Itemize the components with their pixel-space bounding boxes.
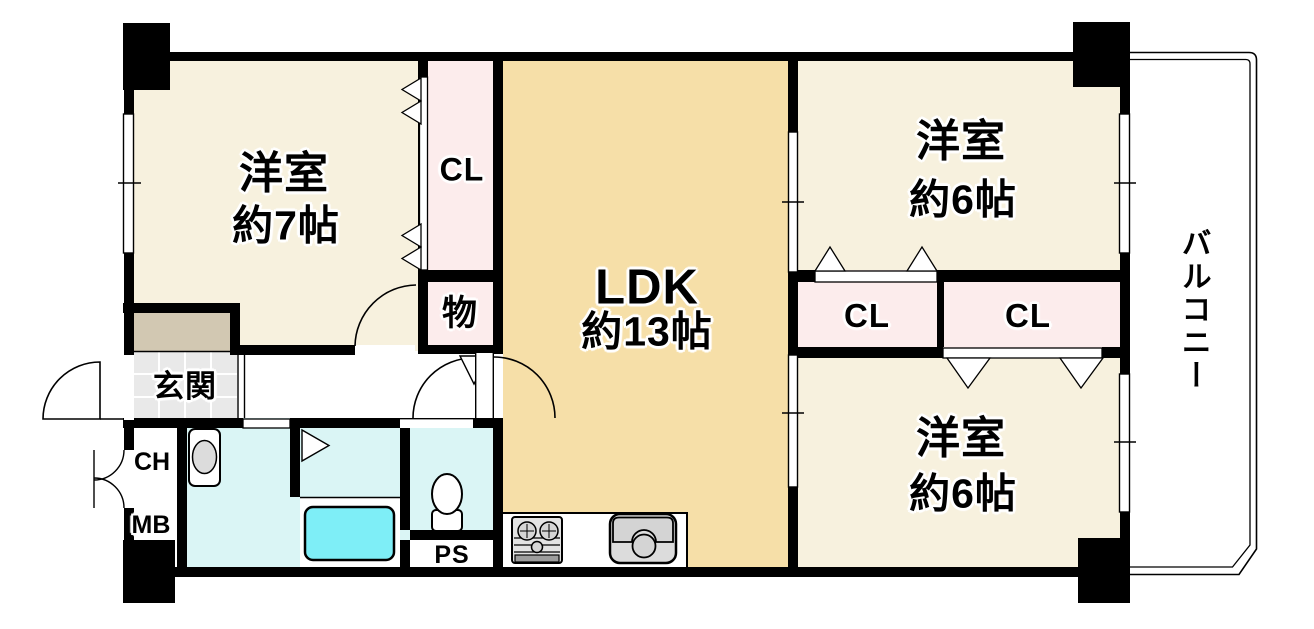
wall-top [170,52,1073,61]
bedroom-west-size-label: 約7帖 [232,202,340,249]
floor-fills [125,52,1130,577]
window-se [1114,373,1136,513]
sliding-door-ldk-se [782,354,804,488]
pillar-bottom-right [1078,538,1130,603]
bedroom-west-floor [125,52,428,353]
door-ldk [475,353,556,419]
bedroom-ne-size-label: 約6帖 [909,176,1017,223]
bedroom-se-size-label: 約6帖 [909,470,1017,517]
door-washroom [242,418,291,429]
ldk-size-label: 約13帖 [581,308,713,355]
balcony-outline [1130,51,1258,576]
pipe-space-label: PS [434,541,470,569]
toilet [431,473,463,532]
washbasin [188,428,221,487]
bathtub [300,496,400,562]
door-bedroom-west [354,284,417,355]
sliding-door-ldk-ne [782,131,804,273]
windows [118,113,1136,513]
shoe-cabinet [133,313,233,351]
pillar-top-right [1073,22,1130,87]
ch-label: CH [133,448,171,476]
kitchen-sink [608,512,678,565]
folding-door-closet-se [942,347,1105,390]
door-bath [301,428,331,463]
storage-label: 物 [441,293,479,333]
pillar-top-left [123,23,170,90]
walls [123,22,1130,603]
fixtures [188,428,688,567]
closet-west-label: CL [439,151,485,188]
meter-box-niche [133,428,177,540]
doors [42,284,556,509]
bedroom-se-floor [793,350,1130,577]
balcony-label: バルコニー [1176,227,1210,393]
entrance-tile-grid [133,351,237,420]
ldk-floor [493,52,798,577]
wall-left [124,90,134,115]
ldk-name-label: LDK [595,260,699,315]
bedroom-ne-floor [793,52,1130,282]
entrance-label: 玄関 [153,368,217,404]
pipe-space-floor [410,540,493,567]
mb-label: MB [131,511,171,539]
stove [511,516,563,564]
door-entrance [42,355,134,420]
folding-door-closet-ne [813,245,939,283]
window-west [118,113,141,254]
door-meter-box [93,449,134,509]
bedroom-ne-name-label: 洋室 [916,117,1006,167]
bedroom-se-name-label: 洋室 [916,414,1006,464]
closet-ne-label: CL [844,296,890,334]
wall-bottom [175,567,1085,577]
pillar-bottom-left [123,540,175,603]
entrance-step-line [133,350,246,418]
window-ne [1114,113,1136,254]
closet-doors [400,76,1105,390]
bedroom-west-name-label: 洋室 [239,149,329,199]
sliding-doors [782,131,804,488]
accordion-door-west-closet [400,76,429,272]
wall-right [1120,87,1130,115]
closet-se-label: CL [1005,296,1051,334]
closet-row-floor [793,270,1130,358]
hallway-floor [237,351,503,418]
closet-west-floor [418,52,503,354]
